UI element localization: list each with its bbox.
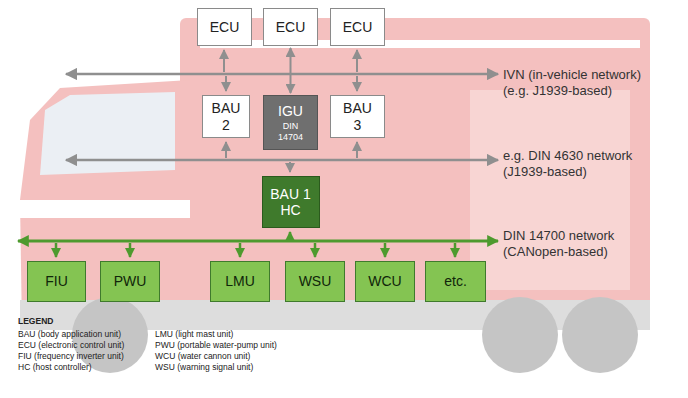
legend-entry: LMU (light mast unit)	[155, 329, 233, 339]
ecu-box: ECU	[263, 8, 318, 46]
box-label: etc.	[444, 273, 467, 289]
box-label: FIU	[45, 273, 68, 289]
unit-box: WCU	[355, 261, 415, 302]
ecu-box: ECU	[330, 8, 385, 46]
canopen-taps	[56, 232, 455, 257]
box-label: BAU 1 HC	[267, 186, 315, 218]
box-label: ECU	[276, 19, 306, 35]
box-label: BAU 2	[212, 100, 241, 132]
host-controller-box: BAU 1 HC	[262, 176, 320, 228]
box-label: WCU	[368, 273, 401, 289]
legend-title: LEGEND	[18, 316, 53, 326]
connector	[290, 48, 292, 93]
box-label: ECU	[210, 19, 240, 35]
gateway-box: IGU DIN 14704	[263, 95, 318, 150]
legend-entry: WSU (warning signal unit)	[155, 362, 253, 372]
legend-entry: ECU (electronic control unit)	[18, 340, 124, 350]
legend-entry: HC (host controller)	[18, 362, 92, 372]
unit-box: LMU	[210, 261, 270, 302]
box-label: IGU	[278, 103, 303, 119]
network-lines	[18, 74, 498, 241]
box-label: PWU	[114, 273, 147, 289]
bau-box: BAU 3	[330, 95, 385, 138]
box-label: BAU 3	[343, 100, 372, 132]
box-sublabel: DIN 14704	[278, 121, 303, 142]
ecu-box: ECU	[197, 8, 252, 46]
box-label: LMU	[225, 273, 255, 289]
box-label: WSU	[299, 273, 332, 289]
box-label: ECU	[343, 19, 373, 35]
network-label: e.g. DIN 4630 network (J1939-based)	[503, 148, 668, 179]
unit-box: WSU	[285, 261, 345, 302]
bau-box: BAU 2	[202, 95, 250, 138]
unit-box: PWU	[100, 261, 160, 302]
legend-entry: FIU (frequency inverter unit)	[18, 351, 124, 361]
network-label: IVN (in-vehicle network) (e.g. J1939-bas…	[503, 67, 668, 98]
unit-box: FIU	[27, 261, 86, 302]
network-label: DIN 14700 network (CANopen-based)	[503, 228, 668, 259]
legend-entry: PWU (portable water-pump unit)	[155, 340, 277, 350]
legend-entry: WCU (water cannon unit)	[155, 351, 250, 361]
unit-box: etc.	[425, 261, 486, 302]
legend-entry: BAU (body application unit)	[18, 329, 121, 339]
